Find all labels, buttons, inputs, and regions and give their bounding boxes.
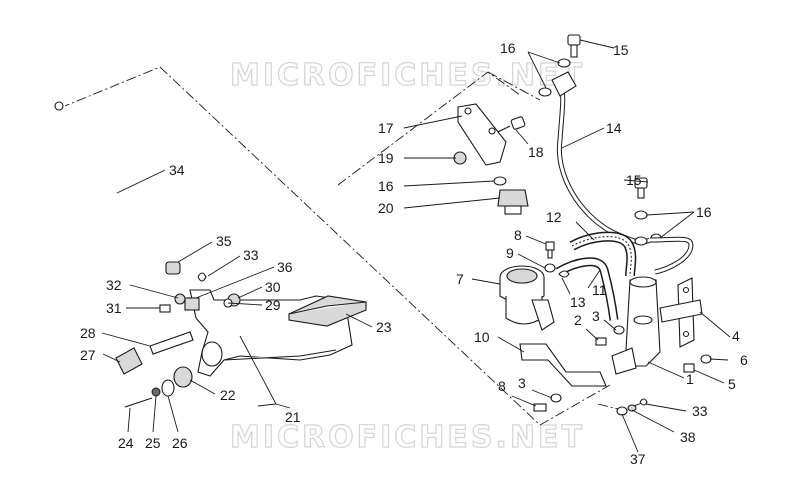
flat-washer-part [161, 379, 175, 397]
callout-labels: 34 35 33 36 32 31 30 29 23 28 27 22 21 2… [80, 40, 748, 467]
pin-clip-part [639, 398, 648, 406]
screw-part [124, 397, 153, 408]
banjo-bolt-right-part [634, 177, 648, 199]
callout-15-right: 15 [626, 172, 642, 188]
callout-2: 2 [574, 312, 582, 328]
callout-19: 19 [378, 150, 394, 166]
callout-11: 11 [592, 282, 607, 298]
copper-washer-right-part [634, 210, 648, 220]
assembly-boundary-lines [59, 66, 646, 426]
feed-hose-part [555, 257, 619, 321]
watermark-top: MICROFICHES.NET [230, 58, 585, 93]
leader-lines [101, 39, 731, 453]
callout-32: 32 [106, 277, 122, 293]
callout-15-top: 15 [613, 42, 629, 58]
watermark-bottom: MICROFICHES.NET [230, 420, 585, 455]
callout-30: 30 [265, 279, 281, 295]
callout-26: 26 [172, 435, 188, 451]
callout-24: 24 [118, 435, 134, 451]
callout-18: 18 [528, 144, 544, 160]
pin-part [627, 404, 637, 412]
plate-washer-part [700, 354, 712, 364]
bracket-screw-part [533, 403, 547, 412]
master-cylinder-part [611, 276, 661, 375]
cylinder-screw-part [595, 337, 607, 346]
callout-35: 35 [216, 233, 232, 249]
copper-washer-mid-part [493, 176, 507, 186]
callout-10: 10 [474, 329, 490, 345]
callout-17: 17 [378, 120, 394, 136]
callout-4: 4 [732, 328, 740, 344]
callout-8-top: 8 [514, 227, 522, 243]
bolt-part [159, 304, 171, 313]
knob-part [115, 347, 143, 375]
callout-21: 21 [285, 409, 301, 425]
callout-33-right: 33 [692, 403, 708, 419]
reservoir-bracket-part [457, 103, 507, 166]
copper-washer-right2-part [634, 236, 648, 246]
spacer-part [173, 366, 193, 388]
callout-38: 38 [680, 429, 696, 445]
pedal-pad-part [288, 295, 367, 327]
callout-12: 12 [546, 209, 562, 225]
small-nut-part [174, 293, 186, 305]
callout-31: 31 [106, 300, 122, 316]
callout-36: 36 [277, 259, 293, 275]
spindle-part [149, 331, 194, 355]
bushing-part [165, 261, 181, 275]
callout-28: 28 [80, 325, 96, 341]
callout-25: 25 [145, 435, 161, 451]
callout-3-top: 3 [592, 308, 600, 324]
callout-33-left: 33 [243, 247, 259, 263]
brake-hose-part [551, 71, 652, 245]
clip-part [197, 272, 207, 282]
copper-washer-left-part [538, 87, 552, 97]
brake-light-switch-part [497, 189, 529, 215]
callout-27: 27 [80, 347, 96, 363]
callout-37: 37 [630, 451, 646, 467]
fluid-reservoir-part [499, 265, 545, 325]
callout-6: 6 [740, 352, 748, 368]
callout-3-bottom: 3 [518, 375, 526, 391]
callout-1: 1 [686, 371, 694, 387]
screw-top-part [545, 241, 555, 259]
support-plate-part [659, 277, 703, 348]
callout-16-mid: 16 [378, 178, 394, 194]
reservoir-hose-part [569, 231, 637, 277]
callout-9: 9 [506, 245, 514, 261]
copper-washer-top-part [557, 58, 571, 68]
callout-13: 13 [570, 294, 586, 310]
bracket-bolt-part [497, 116, 526, 133]
callout-22: 22 [220, 387, 236, 403]
callout-34: 34 [169, 162, 185, 178]
cylinder-washer-part [613, 325, 625, 335]
callout-8-bottom: 8 [498, 378, 506, 394]
banjo-bolt-top-part [567, 34, 581, 58]
callout-16-top: 16 [500, 40, 516, 56]
lock-washer-part [151, 387, 161, 397]
pin-washer-part [616, 406, 628, 416]
mounting-bracket-part [519, 299, 607, 387]
bracket-washer-part [550, 393, 562, 403]
plate-bolt-part [683, 363, 695, 373]
callout-14: 14 [606, 120, 622, 136]
callout-7: 7 [456, 271, 464, 287]
screw-washer-part [544, 263, 556, 273]
callout-16-right: 16 [696, 204, 712, 220]
callout-29: 29 [265, 297, 281, 313]
callout-23: 23 [376, 319, 392, 335]
pushrod-part [54, 101, 173, 273]
callout-5: 5 [728, 376, 736, 392]
hose-clamp-part [558, 270, 570, 278]
callout-20: 20 [378, 200, 394, 216]
